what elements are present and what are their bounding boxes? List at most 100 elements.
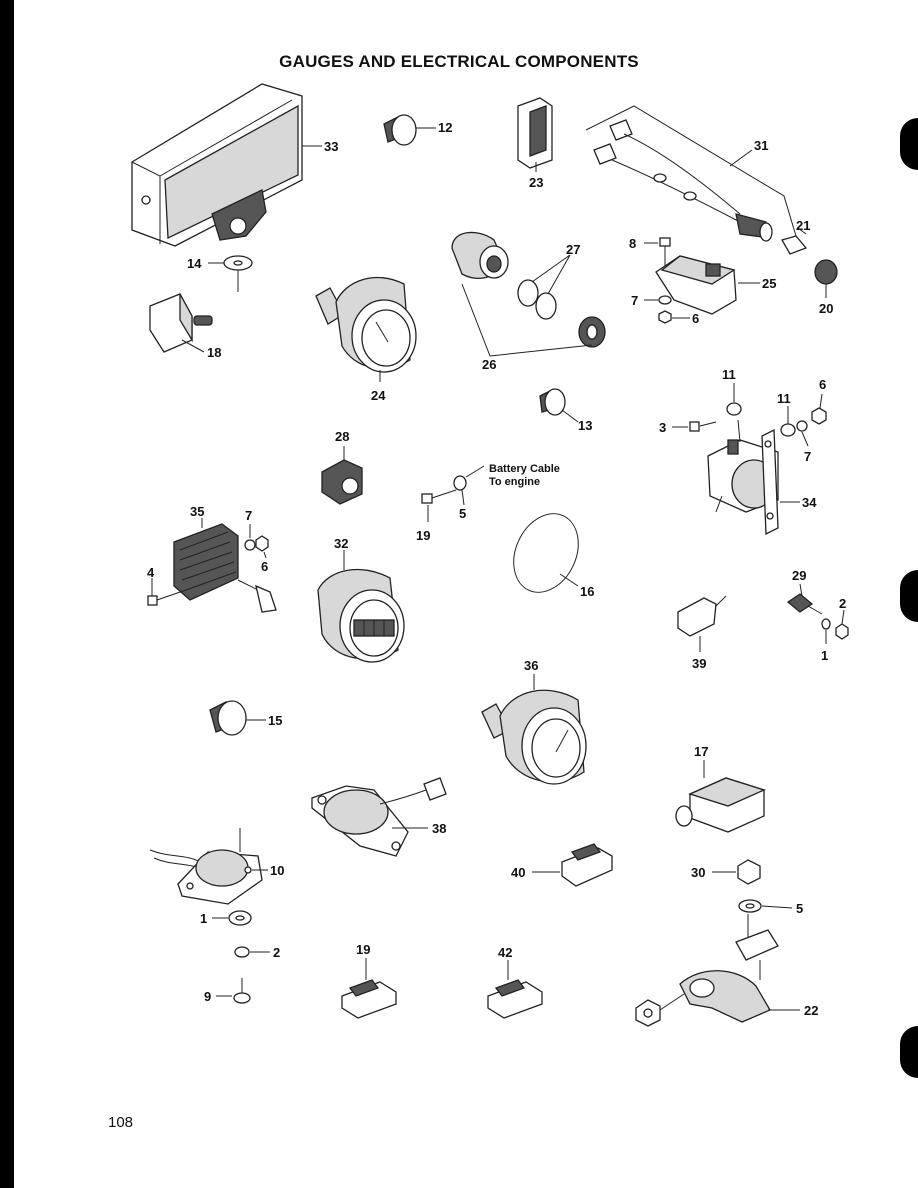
callout-31: 31 [754,138,768,153]
callout-32: 32 [334,536,348,551]
callout-2b: 2 [273,945,280,960]
part-1-washer [821,618,831,644]
callout-7b: 7 [804,449,811,464]
part-5-washer-clamp [738,899,793,913]
callout-23: 23 [529,175,543,190]
part-15-plug [209,700,266,736]
callout-7a: 7 [631,293,638,308]
callout-5a: 5 [459,506,466,521]
part-21-bulb [781,227,808,255]
callout-2a: 2 [839,596,846,611]
part-6-nut-solenoid [811,393,827,425]
battery-cable-note-line2: To engine [489,476,540,488]
page-number: 108 [108,1114,134,1131]
part-30-nut [712,859,761,885]
part-7-lockwasher-regulator [244,524,256,551]
index-tab-bottom [900,1026,918,1078]
part-1-washer-bottom [212,910,252,926]
part-18-toggle-switch [149,293,213,353]
part-26-gauge-body [451,231,606,357]
part-35-regulator [173,518,277,613]
callout-20: 20 [819,301,833,316]
part-23-rocker-switch [517,97,553,172]
part-20-lens [814,259,838,298]
part-24-gauge [315,276,417,382]
part-42-fuse [487,960,543,1019]
callout-27: 27 [566,242,580,257]
binding-bar [0,0,14,1188]
part-17-connector [675,760,766,833]
part-6-nut-regulator [255,535,269,559]
callout-26: 26 [482,357,496,372]
callout-28: 28 [335,429,349,444]
part-31-wire-harness [585,105,797,242]
callout-9: 9 [204,989,211,1004]
part-4-bolt [147,578,187,606]
part-6-nut [658,310,690,324]
callout-30: 30 [691,865,705,880]
callout-21: 21 [796,218,810,233]
callout-19a: 19 [416,528,430,543]
callout-42: 42 [498,945,512,960]
part-39-boot [677,595,727,652]
part-22-battery-clamp [635,914,800,1027]
callout-12: 12 [438,120,452,135]
part-33-headlight [131,83,322,247]
part-16-gasket [513,513,579,593]
callout-24: 24 [371,388,386,403]
part-10-sender [149,828,268,905]
callout-4: 4 [147,565,155,580]
part-5-washer [453,465,485,506]
callout-3: 3 [659,420,666,435]
callout-10: 10 [270,863,284,878]
part-14-washer [208,255,253,292]
callout-40: 40 [511,865,525,880]
part-11-washer-left [726,383,742,416]
part-40-fuse [532,843,613,887]
part-12-plug [383,114,436,146]
part-7-lockwasher [644,295,672,305]
part-13-plug [539,388,579,423]
callout-29: 29 [792,568,806,583]
callout-17: 17 [694,744,708,759]
part-7-lockwasher-solenoid [796,420,809,447]
callout-22: 22 [804,1003,818,1018]
part-2-lockwasher-bottom [234,946,270,958]
callout-39: 39 [692,656,706,671]
part-32-hourmeter [317,550,405,663]
callout-11a: 11 [722,367,736,382]
callout-35: 35 [190,504,204,519]
callout-25: 25 [762,276,776,291]
callout-5b: 5 [796,901,803,916]
callout-6a: 6 [692,311,699,326]
part-34-solenoid [707,419,800,536]
callout-1a: 1 [821,648,828,663]
callout-6c: 6 [261,559,268,574]
index-tab-middle [900,570,918,622]
part-9-screw [216,978,251,1004]
callout-16: 16 [580,584,594,599]
part-19-fuse [341,958,397,1019]
callout-6b: 6 [819,377,826,392]
callout-14: 14 [187,256,202,271]
index-tab-top [900,118,918,170]
part-11-washer-right [780,406,796,437]
callout-15: 15 [268,713,282,728]
part-25-relay [655,255,760,315]
part-3-bolt [672,421,717,432]
part-28-connector [321,446,363,505]
callout-19b: 19 [356,942,370,957]
battery-cable-note-line1: Battery Cable [489,463,560,475]
callout-18: 18 [207,345,221,360]
callout-7c: 7 [245,508,252,523]
callout-13: 13 [578,418,592,433]
part-36-gauge [481,674,587,785]
page-title: GAUGES AND ELECTRICAL COMPONENTS [279,52,639,71]
callout-1b: 1 [200,911,207,926]
callout-33: 33 [324,139,338,154]
callout-11b: 11 [777,391,791,406]
callout-34: 34 [802,495,817,510]
part-38-buzzer [311,777,447,857]
part-19-bolt [421,489,457,522]
